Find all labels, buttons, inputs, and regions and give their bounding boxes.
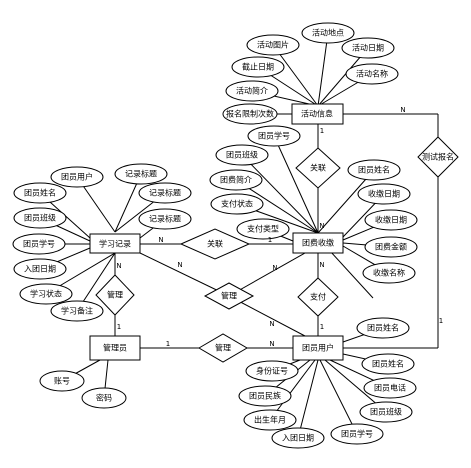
attribute-study-note: 学习备注 (61, 306, 93, 316)
entity-label: 活动信息 (301, 109, 333, 119)
attribute-record-title: 记录标题 (149, 188, 181, 198)
entity-study-record: 学习记录 (89, 233, 141, 254)
attribute-league-user: 团员用户 (61, 172, 93, 182)
entity-label: 管理员 (103, 343, 127, 353)
entity-label: 学习记录 (99, 239, 131, 249)
attribute-member-name: 团员姓名 (367, 323, 399, 333)
attribute-birth-month: 出生年月 (254, 415, 286, 425)
cardinality-label: N (319, 222, 324, 230)
attribute-password: 密码 (96, 393, 112, 403)
attribute-account: 账号 (54, 377, 70, 386)
attribute-record-title: 记录标题 (149, 214, 181, 224)
attribute-pay-status: 支付状态 (221, 199, 253, 209)
cardinality-label: N (177, 261, 182, 269)
relationship-label: 关联 (207, 239, 223, 249)
attribute-collect-date: 收缴日期 (368, 189, 400, 199)
attribute-member-id: 团员学号 (258, 131, 290, 141)
attribute-record-title: 记录标题 (125, 169, 157, 179)
attribute-activity-intro: 活动简介 (236, 86, 268, 96)
relationship-label: 管理 (107, 290, 123, 300)
attribute-activity-name: 活动名称 (356, 69, 388, 79)
relationship-label: 关联 (310, 163, 326, 173)
entity-label: 团费收缴 (302, 238, 334, 248)
cardinality-label: 1 (117, 323, 121, 331)
attribute-member-name: 团员姓名 (372, 359, 404, 369)
cardinality-labels: 1 N N 1 N 1 N 1 N N N 1 N N 1 (116, 106, 443, 348)
attribute-member-class: 团员班级 (370, 407, 402, 417)
cardinality-label: 1 (166, 340, 170, 348)
attribute-join-date: 入团日期 (24, 265, 56, 274)
attribute-member-class: 团员班级 (226, 150, 258, 160)
cardinality-label: N (269, 340, 274, 348)
cardinality-label: 1 (439, 317, 443, 325)
attribute-member-name: 团员姓名 (24, 188, 56, 198)
attributes-activity-info: 活动图片 活动地点 活动日期 截止日期 活动名称 活动简介 报名限制次数 (222, 22, 399, 125)
relationship-related-2: 关联 (179, 228, 251, 260)
relationship-manage-3: 管理 (203, 282, 255, 310)
attribute-fee-amount: 团费金额 (375, 242, 407, 252)
attributes-study-record: 团员用户 记录标题 团员姓名 记录标题 团员班级 记录标题 团员学号 入团日期 … (12, 163, 192, 322)
attributes-fee-collection: 团员学号 团员班级 团费简介 团员姓名 支付状态 收缴日期 支付类型 收缴日期 … (209, 125, 418, 284)
cardinality-label: 1 (320, 127, 324, 135)
relationship-label: 支付 (310, 292, 326, 302)
attribute-collect-date: 收缴日期 (375, 215, 407, 225)
attribute-member-phone: 团员电话 (374, 383, 406, 393)
cardinality-label: N (272, 264, 277, 272)
cardinality-label: 1 (320, 323, 324, 331)
attributes-league-user: 团员姓名 身份证号 团员姓名 团员民族 团员电话 出生年月 团员班级 入团日期 … (238, 317, 417, 449)
attribute-signup-limit: 报名限制次数 (226, 109, 274, 119)
relationship-manage-1: 管理 (95, 274, 135, 316)
attribute-member-class: 团员班级 (24, 213, 56, 223)
attribute-fee-name: 收缴名称 (373, 268, 405, 278)
attribute-join-date: 入团日期 (282, 434, 314, 443)
cardinality-label: N (269, 320, 274, 328)
attribute-pay-type: 支付类型 (247, 224, 279, 234)
relationship-label: 管理 (215, 343, 231, 353)
attribute-activity-image: 活动图片 (257, 40, 289, 50)
attribute-member-ethnicity: 团员民族 (249, 391, 281, 401)
relationship-pay: 支付 (297, 277, 339, 317)
attribute-member-id: 团员学号 (23, 239, 55, 249)
cardinality-label: N (116, 262, 121, 270)
cardinality-label: N (319, 261, 324, 269)
attribute-fee-intro: 团费简介 (220, 175, 252, 185)
attributes-admin: 账号 密码 (39, 370, 127, 409)
attribute-id-number: 身份证号 (256, 366, 288, 376)
entity-fee-collection: 团费收缴 (292, 232, 344, 254)
cardinality-label: 1 (268, 236, 272, 244)
relationship-label: 管理 (221, 291, 237, 301)
entity-activity-info: 活动信息 (291, 103, 344, 125)
cardinality-label: N (158, 236, 163, 244)
relationship-related-1: 关联 (295, 147, 341, 189)
attribute-deadline: 截止日期 (242, 62, 274, 72)
relationship-manage-2: 管理 (198, 333, 248, 363)
entity-admin: 管理员 (89, 335, 141, 361)
entity-league-user: 团员用户 (292, 335, 344, 361)
attribute-activity-date: 活动日期 (352, 43, 384, 53)
attribute-study-status: 学习状态 (30, 289, 62, 299)
entity-label: 团员用户 (302, 343, 334, 353)
cardinality-label: N (400, 106, 405, 114)
relationship-label: 测试报名 (422, 152, 454, 162)
attribute-member-id: 团员学号 (341, 429, 373, 439)
relationship-survey-signup: 测试报名 (417, 136, 459, 178)
attribute-member-name: 团员姓名 (358, 165, 390, 175)
attribute-activity-location: 活动地点 (312, 28, 344, 38)
